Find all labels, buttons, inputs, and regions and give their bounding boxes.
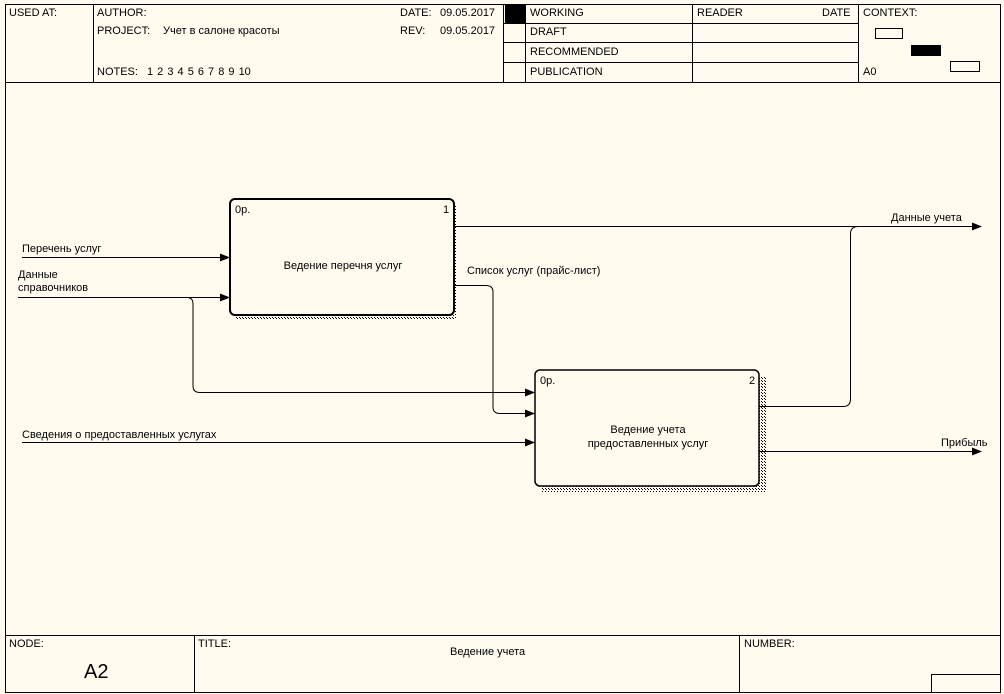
rev-value: 09.05.2017 — [440, 25, 496, 37]
notes-label: NOTES: — [97, 66, 138, 78]
project-label: PROJECT: — [97, 25, 151, 37]
box2-title-line1: Ведение учета — [610, 424, 686, 436]
page-frame — [5, 4, 1001, 693]
arrow-label-reference-data: Данные справочников — [18, 269, 88, 295]
used-at-label: USED AT: — [9, 7, 58, 19]
box1-number: 1 — [443, 204, 450, 216]
title-label: TITLE: — [198, 638, 232, 650]
status-recommended: RECOMMENDED — [530, 46, 619, 58]
context-thumbnail — [875, 28, 980, 72]
box2-title-line2: предоставленных услуг — [587, 438, 709, 450]
header-grid — [5, 4, 1001, 83]
author-label: AUTHOR: — [97, 7, 147, 19]
arrow-label-reference-data-line1: Данные — [18, 269, 58, 281]
reader-label: READER — [697, 7, 743, 19]
context-node: A0 — [863, 66, 877, 78]
arrowheads — [220, 222, 982, 456]
notes-value: 1 2 3 4 5 6 7 8 9 10 — [147, 66, 251, 78]
arrows — [18, 226, 974, 452]
number-label: NUMBER: — [744, 638, 795, 650]
node-value: A2 — [84, 661, 109, 683]
rev-label: REV: — [400, 25, 426, 37]
box1-cost: 0р. — [235, 204, 251, 216]
box1-title[interactable]: Ведение перечня услуг — [283, 260, 403, 272]
box2-cost: 0р. — [540, 375, 556, 387]
context-label: CONTEXT: — [863, 7, 918, 19]
reader-date-label: DATE — [822, 7, 851, 19]
status-working: WORKING — [530, 7, 584, 19]
arrow-label-accounting-data: Данные учета — [891, 212, 962, 224]
project-value: Учет в салоне красоты — [163, 25, 280, 37]
status-draft: DRAFT — [530, 26, 567, 38]
diagram-title: Ведение учета — [450, 646, 526, 658]
date-value: 09.05.2017 — [440, 7, 496, 19]
box2-number: 2 — [749, 375, 756, 387]
node-label: NODE: — [9, 638, 44, 650]
footer-grid — [5, 635, 1001, 693]
activity-box-1 — [229, 198, 456, 320]
arrow-label-provided-services-info: Сведения о предоставленных услугах — [22, 429, 217, 441]
arrow-label-services-list: Перечень услуг — [22, 243, 102, 255]
date-label: DATE: — [400, 7, 432, 19]
arrow-label-price-list: Список услуг (прайс-лист) — [467, 265, 601, 277]
status-publication: PUBLICATION — [530, 66, 603, 78]
working-status-marker — [505, 5, 525, 23]
activity-box-2 — [534, 369, 766, 492]
arrow-label-profit: Прибыль — [941, 437, 988, 449]
box2-title[interactable]: Ведение учета предоставленных услуг — [537, 423, 759, 451]
arrow-label-reference-data-line2: справочников — [18, 282, 89, 294]
